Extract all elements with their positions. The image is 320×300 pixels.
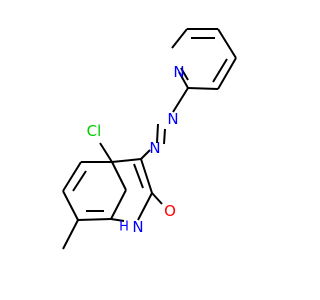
indole-core (62, 158, 153, 222)
atom-labels: N N N Cl O H N (87, 63, 185, 236)
azo-nitrogen-lower-label: N (149, 139, 160, 157)
bond (110, 218, 125, 222)
bond (77, 218, 112, 221)
chlorine-label: Cl (87, 122, 102, 140)
azo-linker (140, 87, 189, 160)
bond (212, 58, 228, 83)
bond (172, 87, 189, 113)
bond (62, 190, 79, 221)
bond (187, 87, 219, 90)
pyridine-nitrogen-label: N (173, 63, 184, 81)
bond (163, 128, 166, 145)
bond (99, 142, 113, 163)
hydroxyl-oxygen-label: O (164, 202, 176, 220)
pyridine-ring (171, 28, 237, 90)
bond (111, 158, 142, 163)
bond (178, 71, 189, 89)
bond (217, 57, 237, 90)
bond (133, 163, 144, 189)
bond (72, 170, 87, 192)
bond (111, 161, 127, 191)
bond (140, 149, 151, 160)
bond (151, 192, 163, 205)
chemical-structure-diagram: N N N Cl O H N (62, 28, 237, 250)
indole-nh-hydrogen-label: H (119, 220, 129, 235)
bond (110, 189, 127, 220)
bond (156, 123, 159, 144)
azo-nitrogen-upper-label: N (167, 110, 178, 128)
bond (180, 67, 189, 81)
bond (137, 192, 153, 221)
bond (171, 28, 188, 49)
bond (217, 28, 237, 59)
bond (140, 158, 153, 194)
indole-nitrogen-label: N (132, 218, 143, 236)
bond (62, 219, 79, 250)
bond (62, 161, 82, 192)
substituents (62, 142, 163, 250)
